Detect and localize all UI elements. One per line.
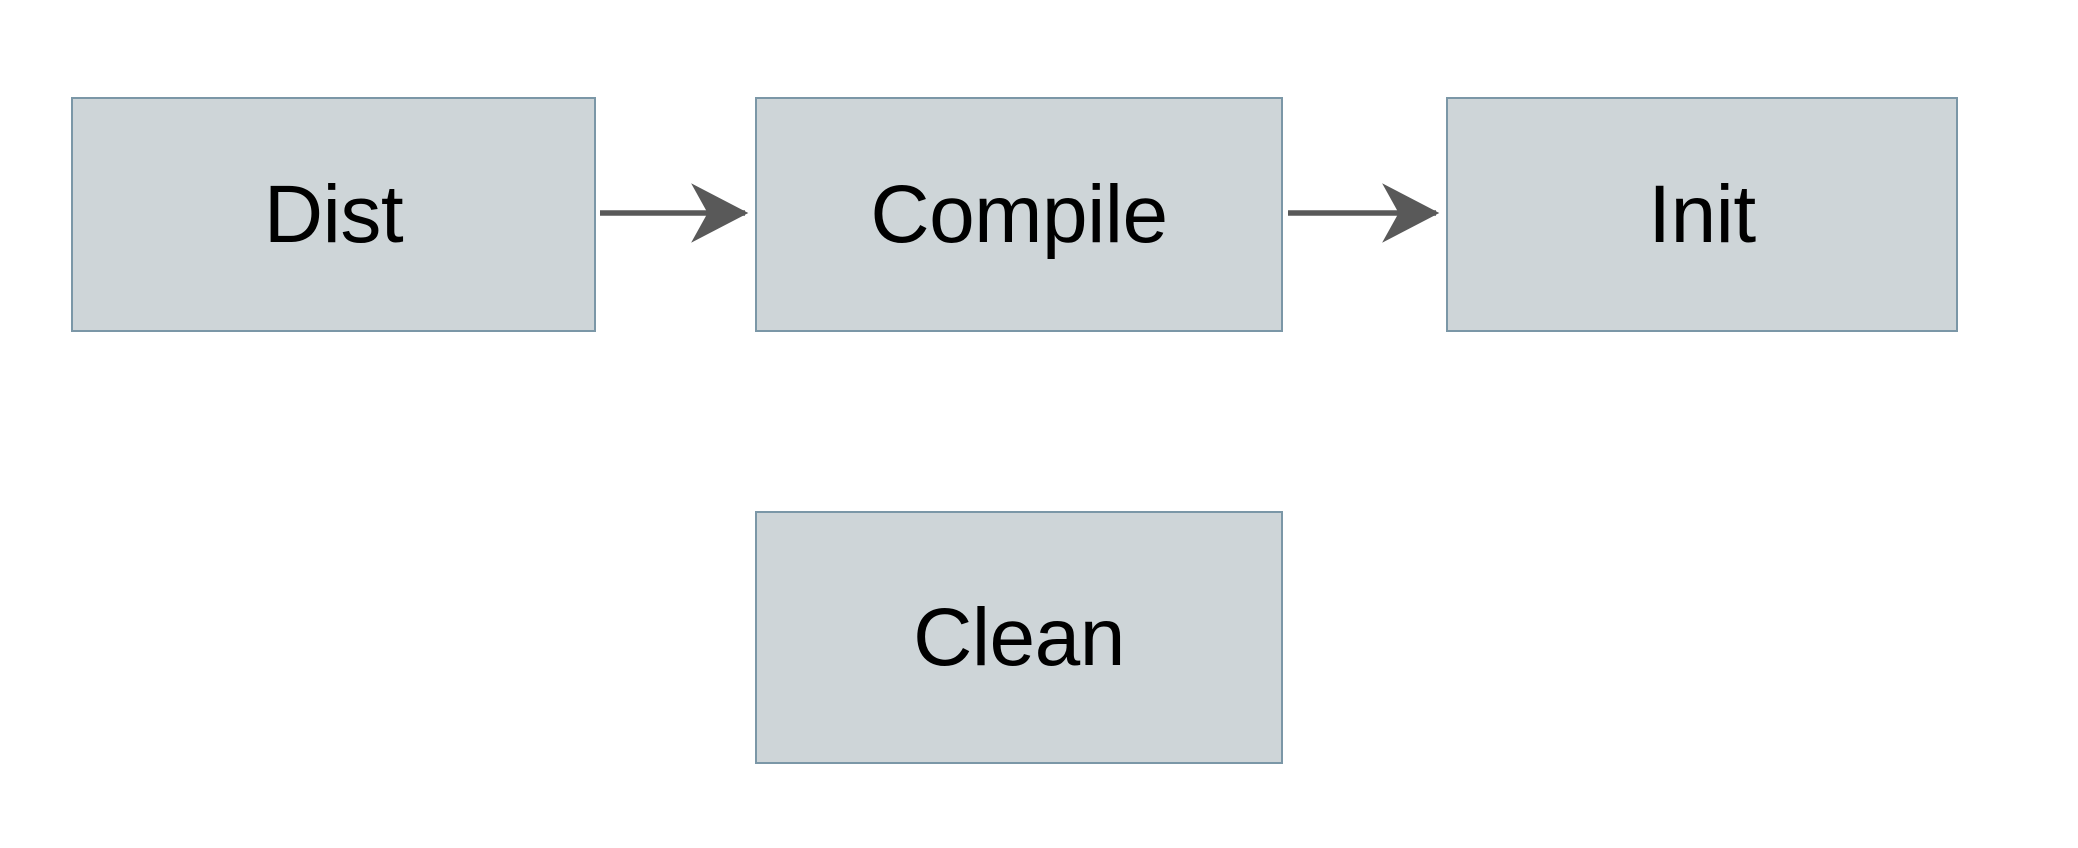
node-clean-label: Clean xyxy=(913,591,1125,683)
node-compile[interactable]: Compile xyxy=(755,97,1283,332)
node-compile-label: Compile xyxy=(870,168,1168,260)
node-init[interactable]: Init xyxy=(1446,97,1958,332)
edge-dist-to-compile-hitarea[interactable] xyxy=(600,193,752,233)
edge-compile-to-init-hitarea[interactable] xyxy=(1288,193,1443,233)
node-dist[interactable]: Dist xyxy=(71,97,596,332)
node-clean[interactable]: Clean xyxy=(755,511,1283,764)
node-dist-label: Dist xyxy=(263,168,404,260)
node-init-label: Init xyxy=(1648,168,1756,260)
